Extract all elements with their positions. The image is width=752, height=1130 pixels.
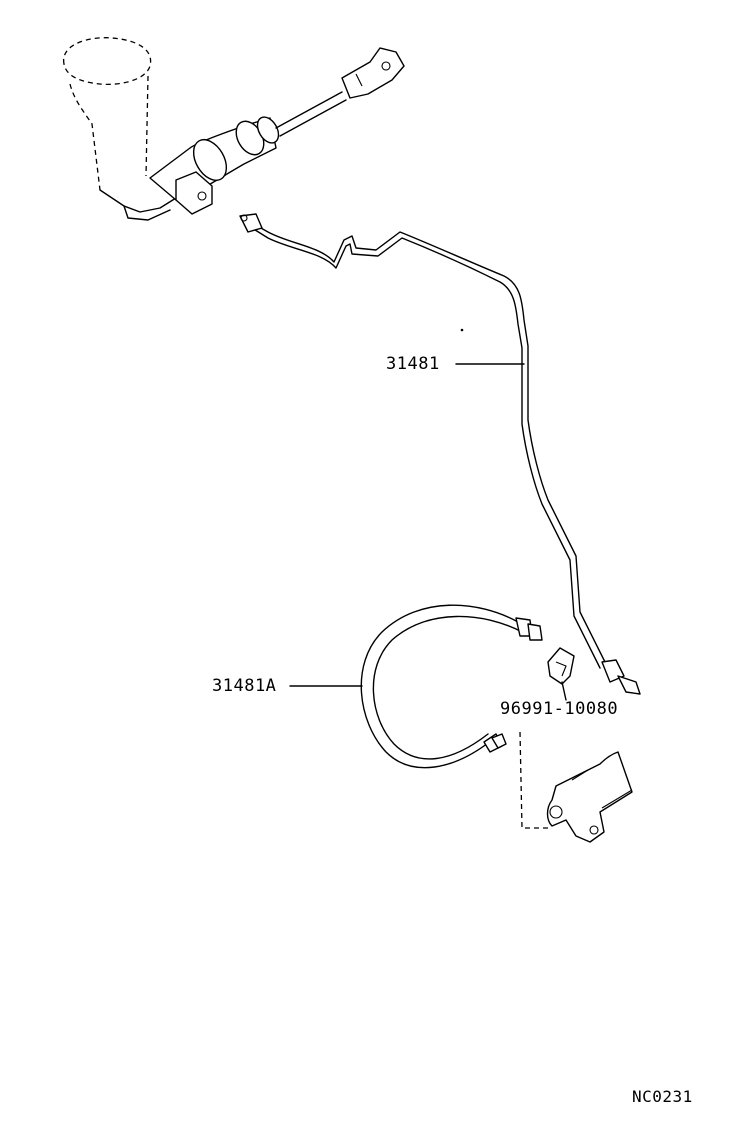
part-label-31481: 31481: [386, 354, 440, 374]
part-label-96991-10080: 96991-10080: [500, 699, 619, 719]
part-label-31481a: 31481A: [212, 676, 277, 696]
leader-96991: [561, 681, 567, 701]
flexible-hose-31481a: [360, 604, 543, 769]
hose-clip-96991: [547, 647, 575, 685]
diagram-code: NC0231: [632, 1087, 693, 1106]
brake-tube-31481: [239, 213, 641, 695]
master-cylinder-assembly: [63, 37, 405, 221]
slave-cylinder: [546, 751, 633, 843]
